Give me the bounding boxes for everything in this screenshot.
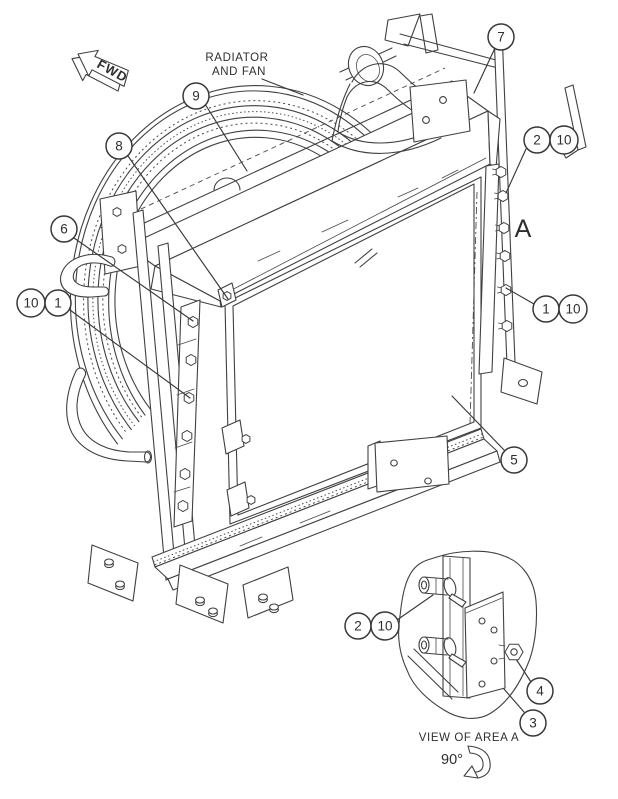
rotation-arrow-icon <box>463 745 491 779</box>
detail-view <box>398 550 538 719</box>
lower-hose <box>66 367 153 464</box>
callout-5: 5 <box>500 446 528 474</box>
callout-2-detail-num: 2 <box>354 619 362 634</box>
rail-feet <box>87 544 294 624</box>
callout-3-num: 3 <box>529 716 537 731</box>
plate-bolt <box>112 207 122 217</box>
detail-fitting <box>498 643 524 661</box>
shroud-cutout <box>213 177 241 191</box>
callout-10-left: 10 <box>16 288 46 318</box>
detail-blob-outline <box>398 550 538 719</box>
callout-6-num: 6 <box>60 222 68 237</box>
callout-10-topright-num: 10 <box>556 133 571 148</box>
right-bolt-strip <box>478 163 513 375</box>
rail-bracket-plate <box>374 435 450 493</box>
callout-2-topright-num: 2 <box>533 133 541 148</box>
left-frame <box>99 190 256 581</box>
callout-1-right: 1 <box>532 295 560 323</box>
core-seam-marks <box>354 248 378 268</box>
callout-2-topright: 2 <box>523 126 551 154</box>
area-letter: A <box>515 215 532 243</box>
part-label-line2: AND FAN <box>212 66 266 78</box>
callout-10-left-num: 10 <box>23 296 38 311</box>
bracket-cylinder <box>347 45 385 87</box>
rotation-label: 90° <box>441 752 463 768</box>
callout-9: 9 <box>182 82 210 110</box>
callout-7: 7 <box>487 23 515 51</box>
callout-4: 4 <box>526 677 554 705</box>
callout-1-left: 1 <box>44 289 72 317</box>
bracket-plate <box>409 79 471 143</box>
callout-4-num: 4 <box>536 684 544 699</box>
fan-ring <box>69 85 398 445</box>
part-label-line1: RADIATOR <box>205 52 268 64</box>
fwd-arrow: FWD <box>71 49 130 92</box>
right-frame-foot <box>500 357 543 405</box>
top-frame-beams <box>339 13 499 81</box>
callout-2-detail: 2 <box>344 612 372 640</box>
callout-7-num: 7 <box>497 30 505 45</box>
detail-plate <box>464 591 506 699</box>
callout-3: 3 <box>519 709 547 737</box>
callout-10-topright: 10 <box>549 125 579 155</box>
detail-rail-edge <box>407 648 459 700</box>
callout-10-detail: 10 <box>370 611 400 641</box>
callout-8: 8 <box>105 132 133 160</box>
detail-caption: VIEW OF AREA A <box>419 732 519 744</box>
bolt <box>498 320 513 332</box>
callout-6: 6 <box>50 215 78 243</box>
detail-bolt-upper <box>418 576 467 608</box>
leader-lines <box>69 47 535 713</box>
detail-bolt-lower <box>418 636 467 668</box>
callout-9-num: 9 <box>192 89 200 104</box>
bottom-rail <box>87 428 501 624</box>
callout-10-right: 10 <box>558 294 588 324</box>
hinge-strip <box>173 299 201 528</box>
plate-bolt <box>117 244 127 254</box>
upper-hose <box>60 253 116 298</box>
callout-10-right-num: 10 <box>565 302 580 317</box>
bolt <box>496 250 511 262</box>
callout-1-left-num: 1 <box>54 296 62 311</box>
callout-1-right-num: 1 <box>542 302 550 317</box>
mounting-bracket <box>331 45 471 154</box>
callout-10-detail-num: 10 <box>377 619 392 634</box>
callout-5-num: 5 <box>510 453 518 468</box>
side-blocks <box>221 419 256 517</box>
callout-8-num: 8 <box>115 139 123 154</box>
